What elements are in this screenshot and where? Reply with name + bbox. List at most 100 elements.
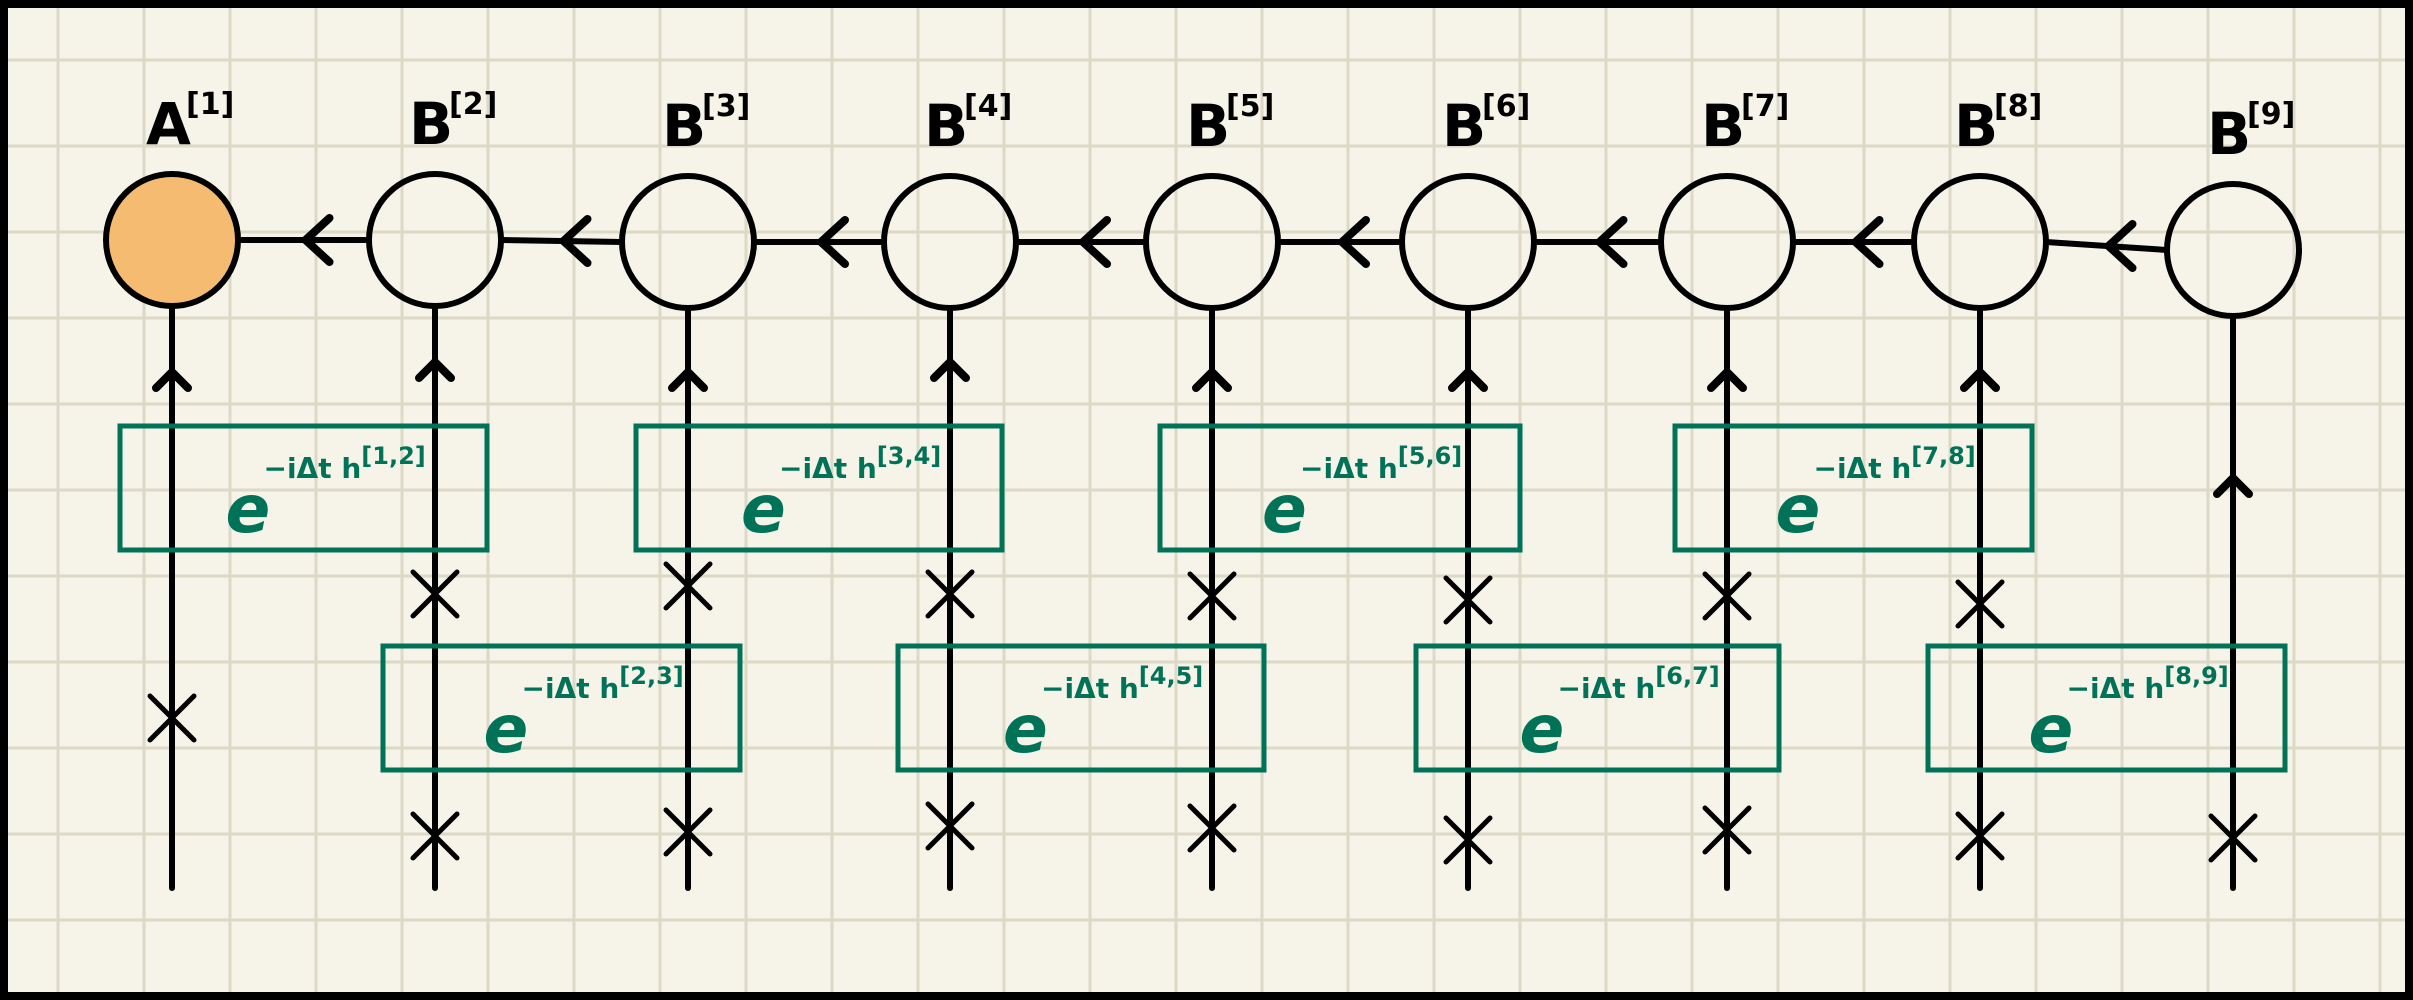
leg-arrow — [930, 358, 970, 382]
node-label: B — [1954, 92, 1998, 160]
cross-mark — [147, 693, 197, 743]
cross-mark — [1187, 803, 1237, 853]
node-label: B — [1186, 92, 1230, 160]
node-circle — [1399, 173, 1537, 311]
gate-exponent-operator: −iΔt h — [1041, 672, 1139, 705]
gate-exponent: −iΔt h[8,9] — [2067, 662, 2229, 705]
gate-exponent: −iΔt h[7,8] — [1814, 442, 1976, 485]
leg-arrow — [668, 368, 708, 392]
gate-2-3: e−iΔt h[2,3] — [380, 643, 743, 773]
gate-base: e — [2029, 691, 2074, 768]
leg-arrow — [415, 358, 455, 382]
node-label-index: [9] — [2247, 97, 2295, 132]
node-label: A — [146, 90, 191, 158]
mps-node-9: B[9] — [2164, 97, 2302, 319]
cross-mark — [663, 561, 713, 611]
node-circle — [881, 173, 1019, 311]
cross-mark — [2208, 813, 2258, 863]
node-circle — [1658, 173, 1796, 311]
gate-exponent-sites: [8,9] — [2164, 662, 2228, 690]
node-circle — [1911, 173, 2049, 311]
gate-box — [633, 423, 1005, 553]
gate-exponent-operator: −iΔt h — [779, 452, 877, 485]
cross-mark — [1443, 575, 1493, 625]
gate-5-6: e−iΔt h[5,6] — [1157, 423, 1523, 553]
gate-box — [117, 423, 490, 553]
mps-node-5: B[5] — [1143, 89, 1281, 311]
mps-node-8: B[8] — [1911, 89, 2049, 311]
gate-exponent: −iΔt h[5,6] — [1300, 442, 1462, 485]
gate-exponent-operator: −iΔt h — [1300, 452, 1398, 485]
node-circle — [366, 171, 504, 309]
bond-arrow — [1338, 216, 1370, 268]
gate-3-4: e−iΔt h[3,4] — [633, 423, 1005, 553]
gate-exponent-sites: [6,7] — [1655, 662, 1719, 690]
gate-exponent-sites: [3,4] — [877, 442, 941, 470]
bond-arrow — [559, 215, 592, 267]
gate-exponent-sites: [4,5] — [1139, 662, 1203, 690]
node-label: B — [1701, 92, 1745, 160]
cross-mark — [1955, 811, 2005, 861]
gate-exponent-operator: −iΔt h — [2067, 672, 2165, 705]
gate-exponent-operator: −iΔt h — [522, 672, 620, 705]
gate-exponent: −iΔt h[1,2] — [264, 442, 426, 485]
gate-exponent-sites: [2,3] — [619, 662, 683, 690]
gate-base: e — [1262, 471, 1307, 548]
cross-mark — [663, 807, 713, 857]
gate-6-7: e−iΔt h[6,7] — [1413, 643, 1782, 773]
node-label: B — [2207, 100, 2251, 168]
leg-arrow — [1448, 368, 1488, 392]
gate-base: e — [741, 471, 786, 548]
leg-arrow — [1192, 368, 1232, 392]
node-label-index: [6] — [1482, 89, 1530, 124]
gate-exponent: −iΔt h[4,5] — [1041, 662, 1203, 705]
node-label-index: [5] — [1226, 89, 1274, 124]
gate-box — [380, 643, 743, 773]
gate-base: e — [1776, 471, 1821, 548]
cross-mark — [1955, 579, 2005, 629]
mps-node-1: A[1] — [103, 87, 241, 309]
leg-arrow — [2213, 474, 2253, 498]
bond-arrow — [301, 214, 334, 266]
node-label-index: [1] — [186, 87, 234, 122]
mps-node-2: B[2] — [366, 87, 504, 309]
node-label: B — [924, 92, 968, 160]
leg-arrow — [1707, 368, 1747, 392]
mps-nodes: A[1]B[2]B[3]B[4]B[5]B[6]B[7]B[8]B[9] — [103, 87, 2302, 319]
mps-node-4: B[4] — [881, 89, 1019, 311]
node-label-index: [4] — [964, 89, 1012, 124]
node-label-index: [2] — [449, 87, 497, 122]
gate-exponent-operator: −iΔt h — [264, 452, 362, 485]
gate-box — [1413, 643, 1782, 773]
gate-exponent: −iΔt h[6,7] — [1558, 662, 1720, 705]
cross-mark — [1702, 805, 1752, 855]
gates: e−iΔt h[1,2]e−iΔt h[3,4]e−iΔt h[5,6]e−iΔ… — [117, 423, 2288, 773]
gate-base: e — [226, 471, 271, 548]
leg-arrow — [152, 368, 192, 392]
cross-mark — [1443, 815, 1493, 865]
bond-arrow — [1851, 216, 1884, 268]
cross-mark — [1187, 571, 1237, 621]
gate-4-5: e−iΔt h[4,5] — [895, 643, 1267, 773]
cross-mark — [925, 801, 975, 851]
bond-arrow — [817, 216, 849, 268]
gate-base: e — [1003, 691, 1048, 768]
gate-base: e — [484, 691, 529, 768]
gate-exponent-operator: −iΔt h — [1558, 672, 1656, 705]
gate-8-9: e−iΔt h[8,9] — [1925, 643, 2288, 773]
wires — [147, 214, 2258, 891]
node-label-index: [7] — [1741, 89, 1789, 124]
cross-mark — [410, 811, 460, 861]
cross-mark — [1702, 571, 1752, 621]
node-circle — [619, 173, 757, 311]
gate-exponent: −iΔt h[2,3] — [522, 662, 684, 705]
gate-exponent-sites: [5,6] — [1398, 442, 1462, 470]
node-label-index: [8] — [1994, 89, 2042, 124]
gate-exponent-sites: [1,2] — [361, 442, 425, 470]
node-label-index: [3] — [702, 89, 750, 124]
gate-box — [1925, 643, 2288, 773]
cross-mark — [925, 569, 975, 619]
